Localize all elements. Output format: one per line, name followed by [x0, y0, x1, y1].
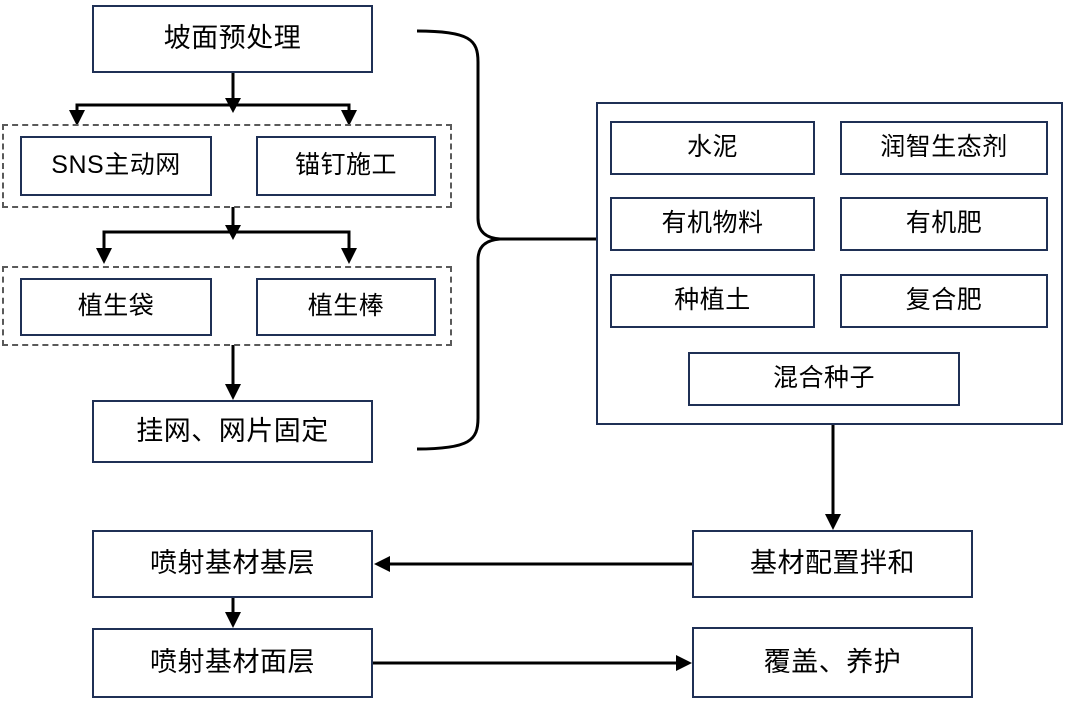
group-vegetation-layer [2, 266, 452, 346]
node-label: 锚钉施工 [294, 151, 397, 180]
material-label: 有机肥 [905, 209, 983, 238]
node-label: 覆盖、养护 [763, 646, 902, 677]
node-label: SNS主动网 [51, 151, 181, 180]
node-net-hanging-fixing[interactable]: 挂网、网片固定 [92, 400, 373, 463]
materials-panel [596, 102, 1063, 425]
connector-surfacelayer-to-maintenance [373, 655, 692, 671]
connector-panel-to-mixing [825, 425, 841, 530]
brace-connector [416, 29, 596, 451]
group-protection-layer [2, 124, 452, 208]
node-sns-active-net[interactable]: SNS主动网 [20, 136, 212, 196]
node-label: 基材配置拌和 [750, 548, 915, 579]
material-label: 复合肥 [905, 286, 983, 315]
material-box-planting-soil[interactable]: 种植土 [610, 274, 815, 328]
connector-pretreatment-to-group1 [69, 73, 357, 126]
node-spray-surface-layer[interactable]: 喷射基材面层 [92, 628, 373, 698]
node-vegetation-bag[interactable]: 植生袋 [20, 278, 212, 336]
node-cover-maintenance[interactable]: 覆盖、养护 [692, 627, 973, 698]
node-label: 喷射基材面层 [150, 647, 315, 678]
node-label: 挂网、网片固定 [136, 415, 329, 446]
material-box-mixed-seeds[interactable]: 混合种子 [688, 352, 960, 406]
node-slope-pretreatment[interactable]: 坡面预处理 [92, 5, 373, 73]
node-anchor-construction[interactable]: 锚钉施工 [256, 136, 436, 196]
material-box-organic-material[interactable]: 有机物料 [610, 197, 815, 251]
connector-group1-to-group2 [96, 207, 357, 264]
material-label: 混合种子 [772, 364, 875, 393]
material-box-cement[interactable]: 水泥 [610, 121, 815, 175]
connector-group2-to-nethanging [225, 345, 241, 400]
material-label: 润智生态剂 [880, 133, 1008, 162]
node-label: 植生袋 [77, 292, 155, 321]
node-label: 坡面预处理 [163, 23, 302, 54]
material-box-compound-fertilizer[interactable]: 复合肥 [840, 274, 1048, 328]
connector-baselayer-to-surfacelayer [225, 598, 241, 628]
material-label: 有机物料 [661, 209, 764, 238]
material-label: 种植土 [674, 286, 751, 315]
material-box-runzhi-eco-agent[interactable]: 润智生态剂 [840, 121, 1048, 175]
node-label: 植生棒 [307, 292, 385, 321]
connector-mixing-to-baselayer [374, 556, 692, 572]
node-vegetation-stick[interactable]: 植生棒 [256, 278, 436, 336]
node-substrate-mixing[interactable]: 基材配置拌和 [692, 530, 973, 598]
material-label: 水泥 [686, 133, 738, 162]
material-box-organic-fertilizer[interactable]: 有机肥 [840, 197, 1048, 251]
node-label: 喷射基材基层 [150, 548, 315, 579]
node-spray-base-layer[interactable]: 喷射基材基层 [92, 530, 373, 598]
